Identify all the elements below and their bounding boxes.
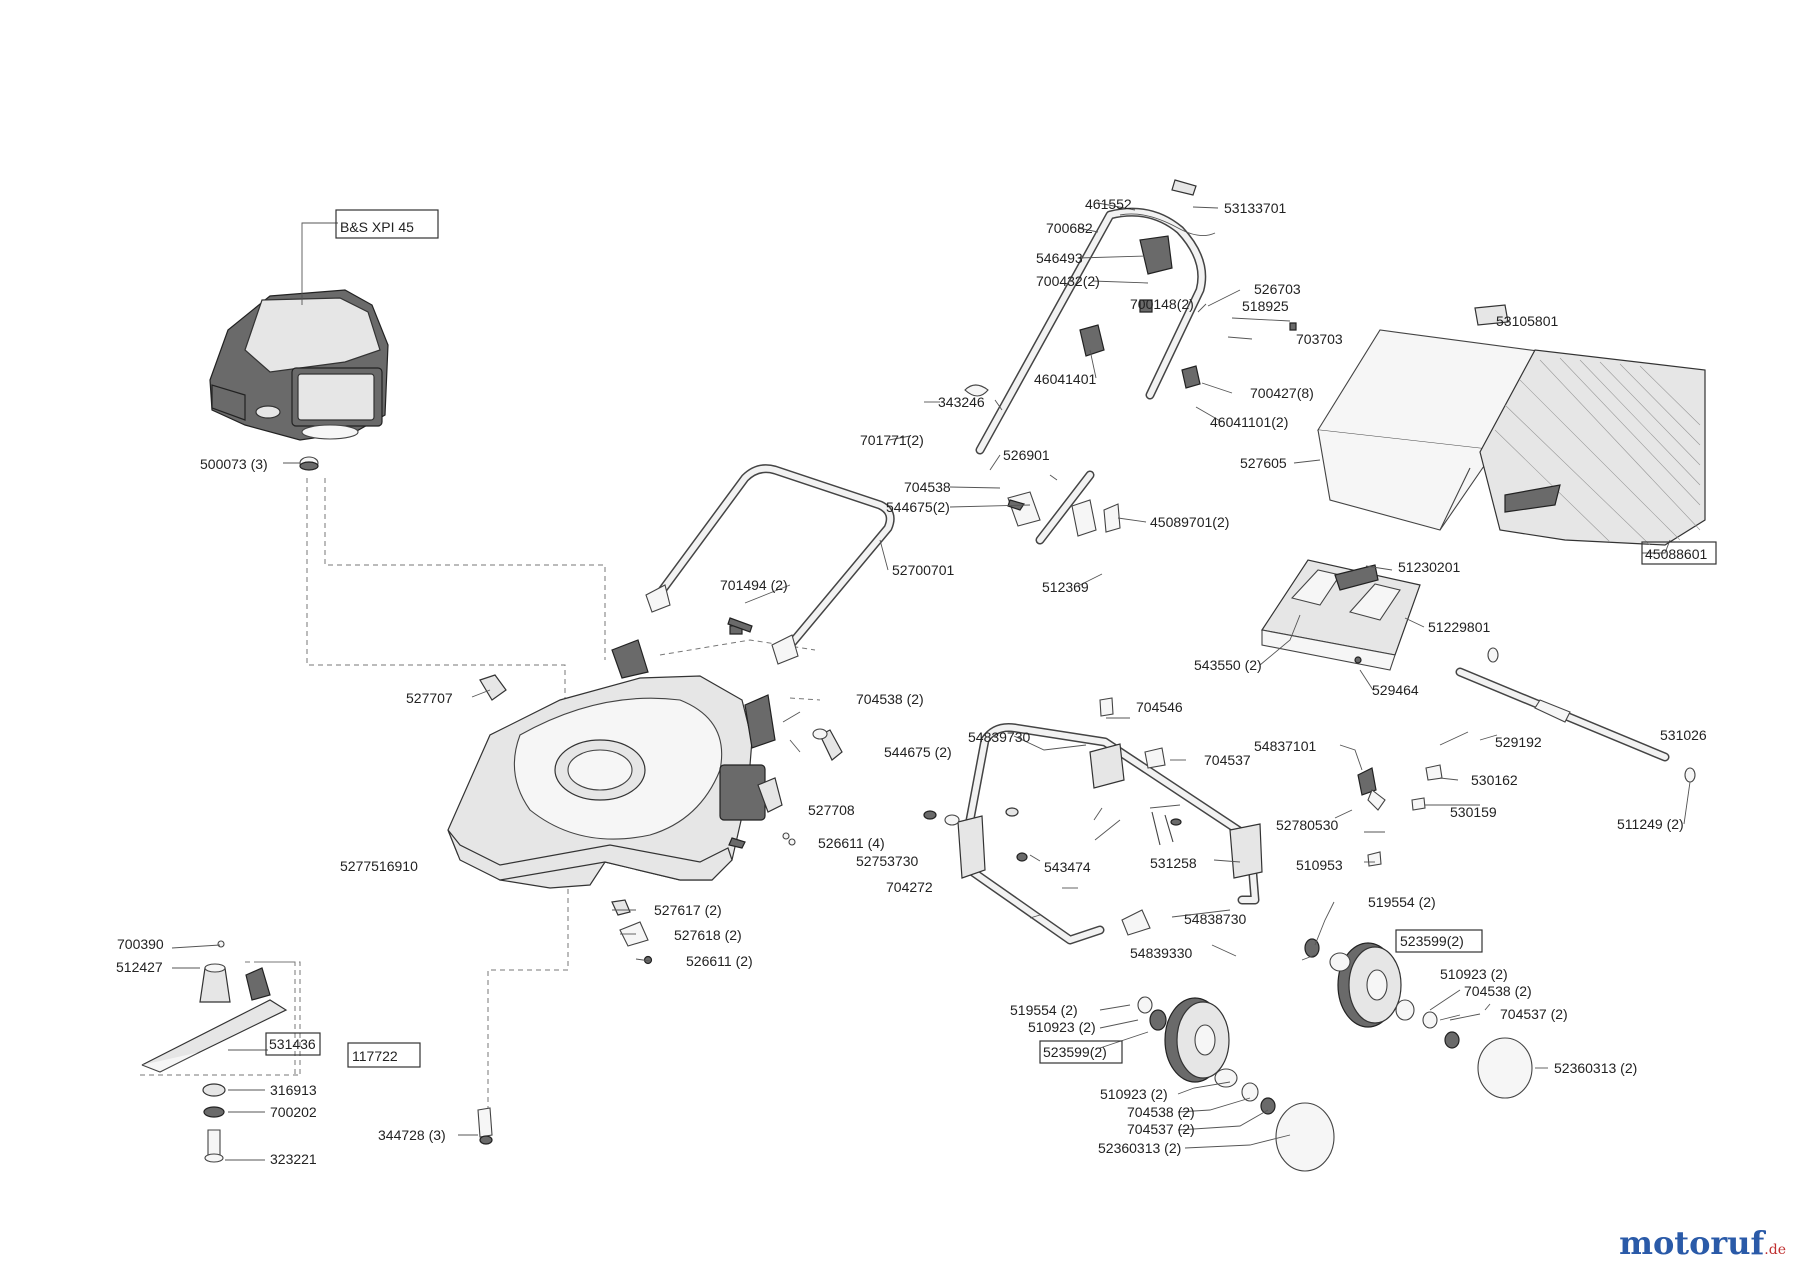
- label-704538-a: 704538: [904, 479, 951, 495]
- label-54837101: 54837101: [1254, 738, 1317, 754]
- nut-500073: [299, 456, 319, 471]
- label-526703: 526703: [1254, 281, 1301, 297]
- label-323221: 323221: [270, 1151, 317, 1167]
- leader-lines: [171, 202, 1691, 1161]
- label-527617: 527617 (2): [654, 902, 722, 918]
- label-523599-a: 523599(2): [1400, 933, 1464, 949]
- label-523599-b: 523599(2): [1043, 1044, 1107, 1060]
- label-511249: 511249 (2): [1617, 816, 1684, 832]
- rear-wheel: [1304, 938, 1533, 1099]
- label-701771: 701771(2): [860, 432, 924, 448]
- label-500073: 500073 (3): [200, 456, 268, 472]
- label-544675-a: 544675(2): [886, 499, 950, 515]
- brand-watermark[interactable]: motoruf.de: [1619, 1224, 1786, 1262]
- label-700148: 700148(2): [1130, 296, 1194, 312]
- label-461552: 461552: [1085, 196, 1132, 212]
- grass-catcher-mesh: [1494, 357, 1701, 546]
- part-labels: B&S XPI 45 500073 (3) 461552 53133701 70…: [116, 196, 1708, 1167]
- grass-catcher: [1317, 304, 1706, 546]
- label-700682: 700682: [1046, 220, 1093, 236]
- label-700202: 700202: [270, 1104, 317, 1120]
- label-519554-a: 519554 (2): [1368, 894, 1436, 910]
- label-510953: 510953: [1296, 857, 1343, 873]
- label-526611-a: 526611 (4): [818, 835, 885, 851]
- front-wheel: [1137, 996, 1335, 1172]
- label-52360313-b: 52360313 (2): [1098, 1140, 1181, 1156]
- label-700427: 700427(8): [1250, 385, 1314, 401]
- label-51229801: 51229801: [1428, 619, 1491, 635]
- label-704546: 704546: [1136, 699, 1183, 715]
- label-704537-b: 704537 (2): [1500, 1006, 1568, 1022]
- label-544675-b: 544675 (2): [884, 744, 952, 760]
- label-engine: B&S XPI 45: [340, 219, 414, 235]
- label-700432: 700432(2): [1036, 273, 1100, 289]
- label-52360313-a: 52360313 (2): [1554, 1060, 1637, 1076]
- label-117722: 117722: [352, 1048, 398, 1064]
- label-512427: 512427: [116, 959, 163, 975]
- label-53133701: 53133701: [1224, 200, 1287, 216]
- label-316913: 316913: [270, 1082, 317, 1098]
- label-46041401: 46041401: [1034, 371, 1097, 387]
- label-703703: 703703: [1296, 331, 1343, 347]
- label-52700701: 52700701: [892, 562, 955, 578]
- label-518925: 518925: [1242, 298, 1289, 314]
- label-52780530: 52780530: [1276, 817, 1339, 833]
- label-526611-b: 526611 (2): [686, 953, 753, 969]
- brand-name: motoruf: [1619, 1224, 1765, 1262]
- label-512369: 512369: [1042, 579, 1089, 595]
- brand-suffix: .de: [1764, 1242, 1786, 1258]
- label-531436: 531436: [269, 1036, 316, 1052]
- upper-handle-assembly: [964, 179, 1297, 545]
- label-527708: 527708: [808, 802, 855, 818]
- label-54838730: 54838730: [1184, 911, 1247, 927]
- label-543550: 543550 (2): [1194, 657, 1262, 673]
- label-704538-c: 704538 (2): [1464, 983, 1532, 999]
- boxed-label-frames: [265, 209, 1717, 1068]
- lower-handle-52700701: [645, 464, 895, 665]
- label-543474: 543474: [1044, 859, 1091, 875]
- label-527618: 527618 (2): [674, 927, 742, 943]
- label-704537-a: 704537: [1204, 752, 1251, 768]
- label-53105801: 53105801: [1496, 313, 1559, 329]
- label-530159: 530159: [1450, 804, 1497, 820]
- label-704538-b: 704538 (2): [856, 691, 924, 707]
- label-527605: 527605: [1240, 455, 1287, 471]
- label-527707: 527707: [406, 690, 453, 706]
- label-531258: 531258: [1150, 855, 1197, 871]
- label-700390: 700390: [117, 936, 164, 952]
- engine-illustration: [209, 222, 389, 441]
- label-45089701: 45089701(2): [1150, 514, 1229, 530]
- label-46041101: 46041101(2): [1210, 414, 1288, 430]
- label-54839730: 54839730: [968, 729, 1031, 745]
- label-704537-c: 704537 (2): [1127, 1121, 1195, 1137]
- label-546493: 546493: [1036, 250, 1083, 266]
- label-510923-b: 510923 (2): [1028, 1019, 1096, 1035]
- label-510923-c: 510923 (2): [1100, 1086, 1168, 1102]
- blade-assembly: [141, 940, 296, 1163]
- label-531026: 531026: [1660, 727, 1707, 743]
- label-5277516910: 5277516910: [340, 858, 418, 874]
- label-530162: 530162: [1471, 772, 1518, 788]
- label-529192: 529192: [1495, 734, 1542, 750]
- label-510923-a: 510923 (2): [1440, 966, 1508, 982]
- label-54839330: 54839330: [1130, 945, 1193, 961]
- label-343246: 343246: [938, 394, 985, 410]
- mower-deck: [447, 639, 776, 889]
- label-704272: 704272: [886, 879, 933, 895]
- label-45088601: 45088601: [1645, 546, 1708, 562]
- label-52753730: 52753730: [856, 853, 919, 869]
- label-344728: 344728 (3): [378, 1127, 446, 1143]
- rear-deflector: [1261, 559, 1421, 671]
- label-704538-d: 704538 (2): [1127, 1104, 1195, 1120]
- label-529464: 529464: [1372, 682, 1419, 698]
- label-701494: 701494 (2): [720, 577, 788, 593]
- label-519554-b: 519554 (2): [1010, 1002, 1078, 1018]
- label-526901: 526901: [1003, 447, 1050, 463]
- rear-axle-assembly: [923, 697, 1443, 945]
- rear-rod-531026: [1455, 647, 1696, 783]
- label-51230201: 51230201: [1398, 559, 1461, 575]
